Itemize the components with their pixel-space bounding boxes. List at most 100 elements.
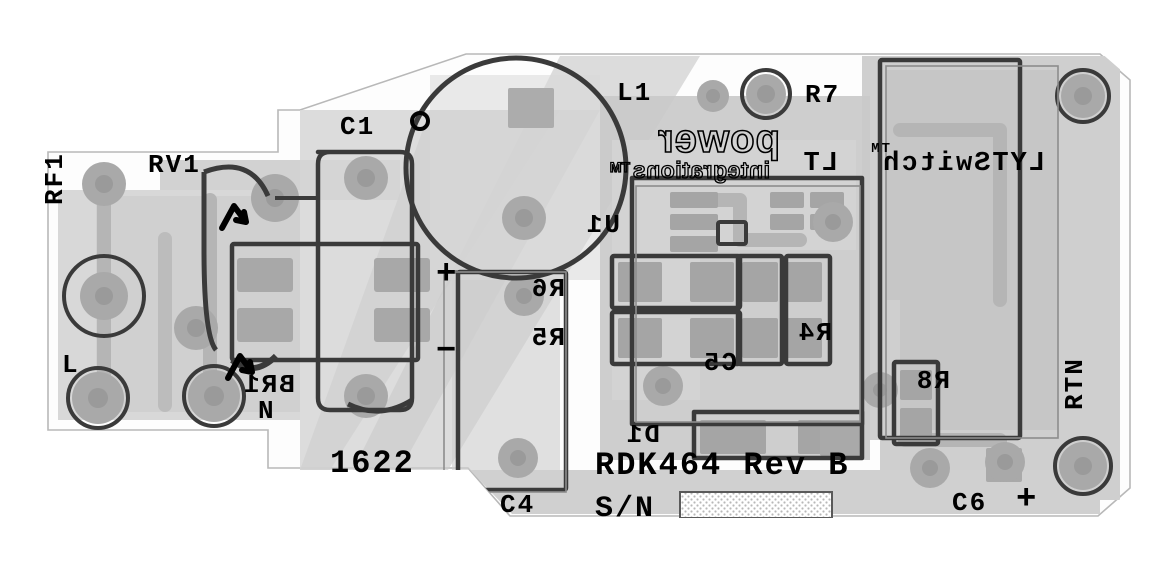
th-pad	[498, 438, 538, 478]
silk-thin-rect-3	[885, 65, 1059, 439]
designator-R7: R7	[805, 80, 840, 110]
silk-rf1-body	[158, 232, 172, 412]
smd-pad	[786, 262, 822, 302]
c6-plus-marker: +	[1016, 481, 1038, 519]
smd-pad	[900, 408, 932, 438]
silk-c5-outline	[735, 253, 785, 367]
silk-thin-rect-2	[635, 185, 861, 423]
copper-l1-area	[430, 75, 600, 280]
designator-R4: R4	[797, 318, 832, 348]
polarity-arrow-layer	[219, 203, 255, 381]
smd-pad	[237, 308, 293, 342]
designator-RTN: RTN	[1060, 357, 1090, 410]
th-pad	[344, 156, 388, 200]
silk-transformer-outline	[629, 175, 865, 427]
part-family-suffix-text: LT	[802, 149, 838, 179]
smd-pad	[742, 318, 778, 358]
part-family-text-group: LYTSwitch TM LT	[802, 141, 1045, 179]
th-pad	[643, 366, 683, 406]
smd-pad	[770, 192, 804, 208]
logo-integrations-text: integrations	[632, 157, 770, 183]
revision-text: RDK464 Rev B	[595, 447, 849, 484]
designator-C5: C5	[702, 348, 737, 378]
copper-pour-right-inner	[886, 70, 1058, 430]
smd-pad	[786, 318, 822, 358]
silk-rv1-tail	[201, 172, 219, 352]
designator-R6: R6	[530, 274, 565, 304]
designator-C4: C4	[500, 490, 535, 520]
silk-r8-outline	[891, 359, 941, 447]
designator-BR1: BR1	[242, 370, 295, 400]
th-pad	[740, 68, 792, 120]
th-pad	[813, 202, 853, 242]
th-pad	[502, 196, 546, 240]
part-family-text: LYTSwitch	[881, 149, 1045, 179]
smd-pad	[670, 214, 718, 230]
through-hole-pad-layer	[62, 68, 1113, 496]
th-pad	[62, 254, 146, 338]
designator-L: L	[62, 350, 80, 380]
silk-thin-layer	[443, 65, 1059, 493]
legend-text-layer: 1622 RDK464 Rev B S/N	[330, 445, 849, 526]
smd-pad	[700, 420, 766, 454]
designator-RV1: RV1	[148, 150, 201, 180]
c4-minus-marker: −	[436, 333, 458, 371]
designator-C6: C6	[952, 488, 987, 518]
designator-text-layer: RF1 RV1 C1 L1 R7 U1 R6 R5 R4 C5 R8 RTN B…	[40, 78, 1090, 520]
smd-pad	[742, 262, 778, 302]
pin1-dot-icon	[410, 111, 430, 131]
th-pad	[910, 448, 950, 488]
smd-pad	[508, 88, 554, 128]
designator-R5: R5	[530, 323, 565, 353]
marker-layer: + − +	[410, 111, 1038, 519]
smd-pad	[618, 262, 662, 302]
smd-pad	[770, 214, 804, 230]
smd-pad	[690, 318, 734, 358]
silkscreen-outline-layer	[158, 55, 1023, 493]
c4-plus-marker: +	[436, 256, 458, 294]
rv1-arrow-icon	[219, 203, 249, 231]
designator-RF1: RF1	[40, 152, 70, 205]
smd-pad	[374, 308, 430, 342]
smd-pad	[670, 236, 718, 252]
th-pad	[82, 162, 126, 206]
smd-pad	[900, 370, 932, 400]
smd-pad	[690, 262, 734, 302]
designator-N: N	[258, 396, 276, 426]
designator-D1: D1	[625, 420, 660, 450]
designator-C1: C1	[340, 112, 375, 142]
th-pad	[697, 80, 729, 112]
designator-R8: R8	[915, 366, 950, 396]
th-pad	[182, 364, 246, 428]
copper-c4-pad	[452, 278, 560, 470]
silk-l1-circle	[403, 55, 629, 281]
smd-pad	[820, 420, 864, 456]
th-pad	[1055, 68, 1111, 124]
silk-thin-rect-1	[443, 271, 567, 493]
silk-rv1-curve	[203, 164, 271, 198]
silk-br1-outline	[229, 241, 421, 363]
silk-br1-lead2	[346, 397, 414, 414]
silk-d1-outline	[691, 409, 865, 461]
silk-u1-outline	[716, 220, 748, 246]
th-pad	[985, 442, 1025, 482]
logo-power-text: power	[657, 117, 780, 161]
smd-pad	[237, 258, 293, 292]
trace-sec-1	[893, 123, 1007, 307]
serial-label-text: S/N	[595, 492, 655, 526]
serial-number-box	[679, 491, 833, 518]
smd-pad	[618, 318, 662, 358]
th-pad	[1053, 436, 1113, 496]
silk-r4-outline	[783, 253, 833, 367]
part-family-tm-icon: TM	[869, 141, 890, 157]
designator-L1: L1	[617, 78, 652, 108]
smd-pad	[670, 192, 718, 208]
power-integrations-logo: power integrations TM	[609, 116, 781, 183]
designator-U1: U1	[585, 210, 620, 240]
date-code-text: 1622	[330, 445, 415, 482]
smd-pad	[374, 258, 430, 292]
br1-arrow-icon	[225, 353, 255, 381]
th-pad	[504, 276, 544, 316]
